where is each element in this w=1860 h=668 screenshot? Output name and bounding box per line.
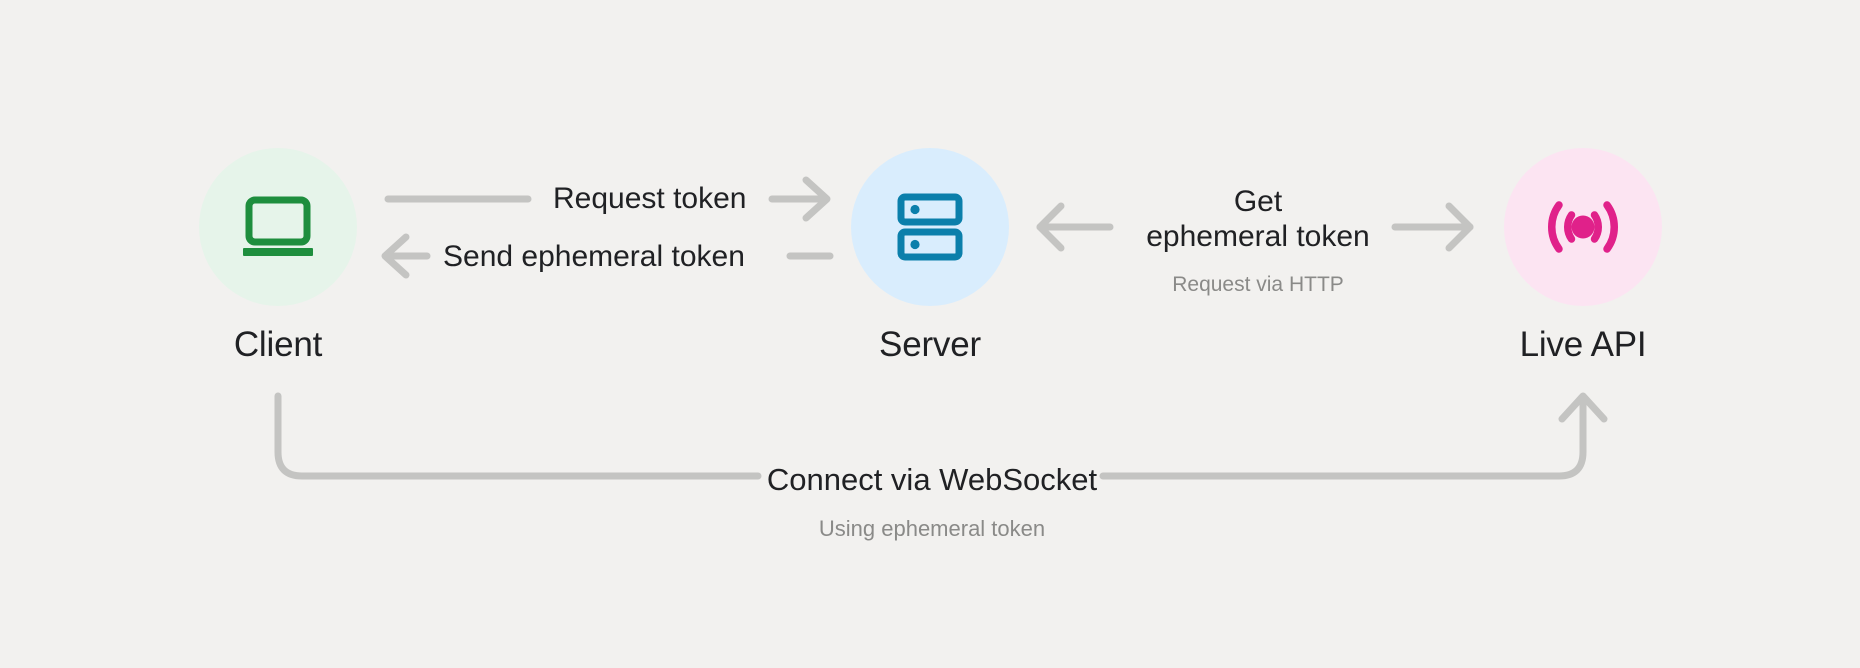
node-server[interactable]: Server xyxy=(820,148,1040,362)
laptop-icon xyxy=(243,196,313,256)
node-server-label: Server xyxy=(879,325,981,364)
arrowhead-get-token-right xyxy=(1445,202,1474,252)
flow-sublabel-using-ephemeral-token: Using ephemeral token xyxy=(818,515,1046,541)
flow-sublabel-request-via-http: Request via HTTP xyxy=(1172,272,1344,296)
node-client-circle xyxy=(199,148,357,306)
flow-label-connect-via-websocket: Connect via WebSocket xyxy=(766,462,1098,497)
node-server-circle xyxy=(851,148,1009,306)
node-live-api-circle xyxy=(1504,148,1662,306)
arrowhead-send-ephemeral xyxy=(381,233,410,279)
flow-label-get-ephemeral-token-group: Get ephemeral token Request via HTTP xyxy=(1028,185,1488,295)
connector-websocket-right xyxy=(1099,394,1587,480)
flow-label-get-ephemeral-token-line1: Get xyxy=(1233,185,1283,218)
node-client[interactable]: Client xyxy=(168,148,388,362)
arrowhead-get-token-left xyxy=(1036,202,1065,252)
arrowhead-request-token xyxy=(802,176,831,222)
flow-label-request-token: Request token xyxy=(553,182,747,215)
flow-label-get-ephemeral-token-line2: ephemeral token xyxy=(1146,219,1370,253)
node-live-api-label: Live API xyxy=(1519,325,1647,364)
flow-label-send-ephemeral-token: Send ephemeral token xyxy=(443,240,745,273)
server-rack-icon xyxy=(897,193,963,261)
node-client-label: Client xyxy=(233,325,323,364)
node-live-api[interactable]: Live API xyxy=(1473,148,1693,362)
connector-websocket-left xyxy=(274,392,762,480)
arrowhead-websocket xyxy=(1558,392,1608,423)
broadcast-signal-icon xyxy=(1548,201,1618,253)
flow-label-connect-websocket-group: Connect via WebSocket Using ephemeral to… xyxy=(582,462,1282,540)
